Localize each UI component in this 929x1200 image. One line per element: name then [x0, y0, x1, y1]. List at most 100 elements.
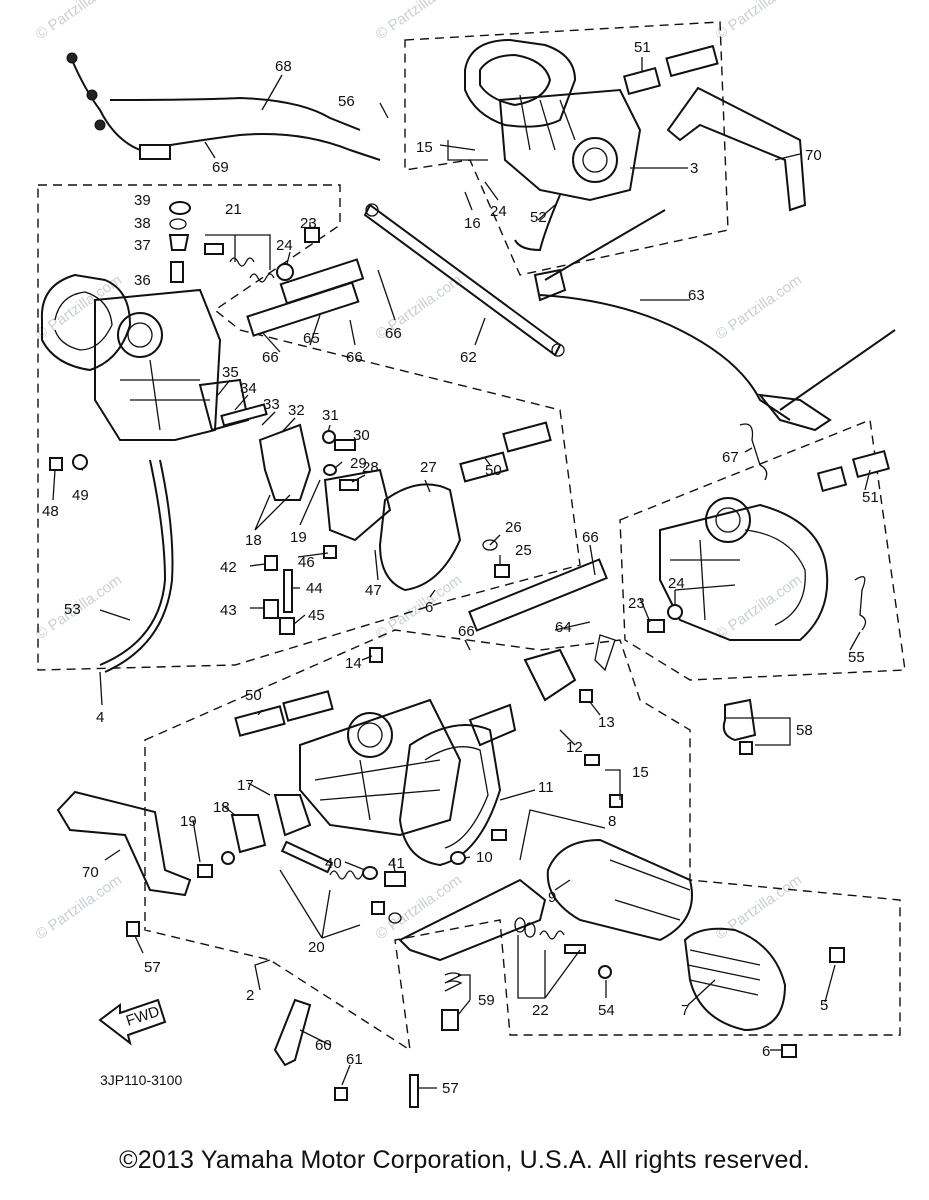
- parts-7-9: [546, 838, 845, 1058]
- callout-24: 24: [276, 237, 293, 254]
- callout-11: 11: [538, 779, 554, 796]
- callout-25: 25: [515, 542, 532, 559]
- carburetor-upper: [464, 38, 642, 252]
- callout-36: 36: [134, 272, 151, 289]
- callout-62: 62: [460, 349, 477, 366]
- callout-40: 40: [325, 855, 342, 872]
- bracket-70-lower: [56, 790, 192, 897]
- callout-18: 18: [245, 532, 262, 549]
- parts-17-20: [197, 794, 406, 924]
- callout-12: 12: [566, 739, 583, 756]
- callout-43: 43: [220, 602, 237, 619]
- callout-26: 26: [505, 519, 522, 536]
- callout-41: 41: [388, 855, 405, 872]
- boundary-assembly-2: [144, 629, 901, 1052]
- callout-30: 30: [353, 427, 370, 444]
- callout-65: 65: [303, 330, 320, 347]
- callout-20: 20: [308, 939, 325, 956]
- boundary-assembly-right: [619, 419, 906, 681]
- callout-70: 70: [805, 147, 822, 164]
- callout-29: 29: [350, 455, 367, 472]
- parts-57-60-61: [126, 921, 419, 1108]
- callout-44: 44: [306, 580, 323, 597]
- callout-16: 16: [464, 215, 481, 232]
- callout-6: 6: [762, 1043, 770, 1060]
- callout-17: 17: [237, 777, 254, 794]
- parts-42-53: [49, 454, 337, 673]
- joint-pipes-65: [246, 258, 365, 337]
- callout-66: 66: [458, 623, 475, 640]
- callout-labels: 51 68 56 15 3 70 69 39 38 37 36 21 23 24…: [42, 39, 879, 1097]
- callout-53: 53: [64, 601, 81, 618]
- callout-6: 6: [425, 599, 433, 616]
- watermark: © Partzilla.com: [33, 0, 126, 43]
- callout-19: 19: [290, 529, 307, 546]
- callout-66: 66: [346, 349, 363, 366]
- callout-66: 66: [262, 349, 279, 366]
- callout-18: 18: [213, 799, 230, 816]
- part-58: [722, 698, 757, 755]
- callout-4: 4: [96, 709, 104, 726]
- callout-24: 24: [668, 575, 685, 592]
- callout-61: 61: [346, 1051, 363, 1068]
- callout-9: 9: [548, 889, 556, 906]
- callout-27: 27: [420, 459, 437, 476]
- callout-60: 60: [315, 1037, 332, 1054]
- small-parts-36-39: [168, 201, 191, 283]
- callout-42: 42: [220, 559, 237, 576]
- link-rod-62: [363, 203, 565, 357]
- callout-23: 23: [628, 595, 645, 612]
- callout-47: 47: [365, 582, 382, 599]
- callout-37: 37: [134, 237, 151, 254]
- callout-33: 33: [263, 396, 280, 413]
- callout-49: 49: [72, 487, 89, 504]
- callout-54: 54: [598, 1002, 615, 1019]
- watermark: © Partzilla.com: [713, 871, 806, 943]
- callout-67: 67: [722, 449, 739, 466]
- callout-8: 8: [608, 813, 616, 830]
- callout-48: 48: [42, 503, 59, 520]
- callout-3: 3: [690, 160, 698, 177]
- parts-11-13: [468, 634, 623, 841]
- callout-52: 52: [530, 209, 547, 226]
- callout-14: 14: [345, 655, 362, 672]
- callout-56: 56: [338, 93, 355, 110]
- callout-7: 7: [681, 1002, 689, 1019]
- callout-59: 59: [478, 992, 495, 1009]
- callout-10: 10: [476, 849, 493, 866]
- watermark: © Partzilla.com: [373, 571, 466, 643]
- callout-66: 66: [385, 325, 402, 342]
- callout-45: 45: [308, 607, 325, 624]
- callout-32: 32: [288, 402, 305, 419]
- watermark: © Partzilla.com: [713, 271, 806, 343]
- callout-68: 68: [275, 58, 292, 75]
- carburetor-right: [647, 423, 891, 641]
- throttle-cable-63: [533, 209, 896, 432]
- carburetor-lower: [234, 647, 502, 867]
- callout-21: 21: [225, 201, 242, 218]
- callout-5: 5: [820, 997, 828, 1014]
- callout-51: 51: [862, 489, 879, 506]
- bracket-70-upper: [666, 86, 807, 212]
- callout-15: 15: [416, 139, 433, 156]
- joint-tubes-51-top: [622, 44, 719, 96]
- callout-31: 31: [322, 407, 339, 424]
- callout-57: 57: [442, 1080, 459, 1097]
- callout-22: 22: [532, 1002, 549, 1019]
- leader-lines: [52, 57, 871, 1089]
- callout-13: 13: [598, 714, 615, 731]
- watermark: © Partzilla.com: [33, 871, 126, 943]
- carburetor-left: [40, 273, 222, 441]
- watermark: © Partzilla.com: [713, 0, 806, 43]
- part-number-code: 3JP110-3100: [100, 1072, 182, 1088]
- parts-22-54-59: [441, 917, 612, 1031]
- callout-70: 70: [82, 864, 99, 881]
- watermark: © Partzilla.com: [713, 571, 806, 643]
- parts-21-23-24: [204, 227, 320, 283]
- callout-58: 58: [796, 722, 813, 739]
- callout-39: 39: [134, 192, 151, 209]
- callout-34: 34: [240, 380, 257, 397]
- fwd-arrow: FWD: [98, 998, 167, 1046]
